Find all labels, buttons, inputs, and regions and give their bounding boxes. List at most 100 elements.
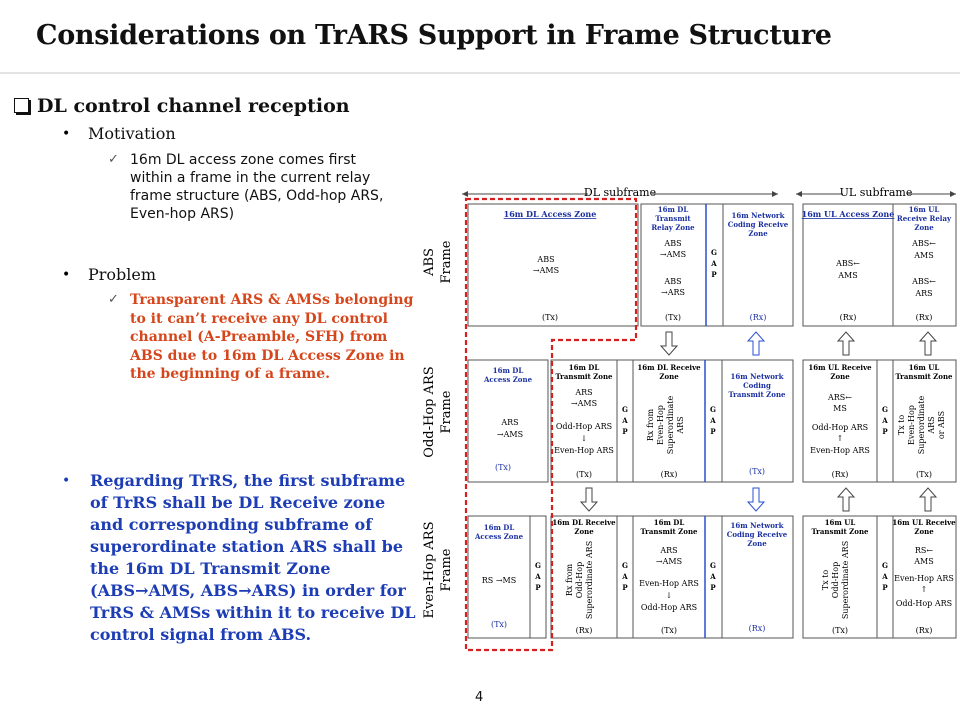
- svg-text:P: P: [622, 583, 628, 592]
- svg-text:Rx from: Rx from: [565, 563, 574, 596]
- svg-text:ARS: ARS: [914, 289, 932, 298]
- svg-text:Odd-Hop ARS: Odd-Hop ARS: [556, 422, 612, 431]
- svg-text:A: A: [621, 416, 628, 425]
- svg-text:A: A: [881, 572, 888, 581]
- svg-text:→AMS: →AMS: [533, 266, 559, 275]
- svg-text:↓: ↓: [581, 434, 588, 443]
- svg-text:→ARS: →ARS: [661, 288, 685, 297]
- svg-text:Transmit Zone: Transmit Zone: [555, 372, 613, 381]
- svg-text:(Tx): (Tx): [576, 470, 592, 479]
- svg-text:Transmit: Transmit: [655, 214, 691, 223]
- svg-text:(Tx): (Tx): [491, 620, 507, 629]
- bullet-dot-icon: •: [62, 267, 71, 283]
- svg-text:ABS←: ABS←: [835, 259, 860, 268]
- problem-label: Problem: [88, 265, 157, 284]
- svg-text:Odd-Hop ARS: Odd-Hop ARS: [896, 599, 952, 608]
- svg-text:Access Zone: Access Zone: [483, 375, 533, 384]
- svg-text:ABS: ABS: [663, 239, 681, 248]
- svg-text:Relay Zone: Relay Zone: [651, 223, 695, 232]
- svg-text:16m Network: 16m Network: [731, 372, 784, 381]
- title-divider: [0, 72, 960, 74]
- svg-text:A: A: [709, 416, 716, 425]
- flow-arrows-row2: [579, 487, 938, 512]
- abs-frame-row: 16m DL Access Zone ABS →AMS (Tx) 16m DL …: [467, 203, 957, 327]
- svg-text:P: P: [710, 427, 716, 436]
- svg-text:Access Zone: Access Zone: [474, 532, 524, 541]
- svg-text:Tx to: Tx to: [897, 415, 906, 436]
- svg-text:ABS: ABS: [422, 248, 437, 277]
- svg-text:(Tx): (Tx): [542, 313, 558, 322]
- page-title: Considerations on TrARS Support in Frame…: [36, 20, 832, 51]
- svg-text:Superordinate ARS: Superordinate ARS: [585, 541, 594, 619]
- svg-text:(Tx): (Tx): [916, 470, 932, 479]
- svg-text:Zone: Zone: [914, 223, 934, 232]
- svg-text:16m DL Receive: 16m DL Receive: [637, 363, 701, 372]
- svg-text:A: A: [881, 416, 888, 425]
- svg-text:G: G: [710, 561, 716, 570]
- svg-text:Even-Hop: Even-Hop: [656, 405, 665, 445]
- dl-subframe-label: DL subframe: [584, 186, 656, 199]
- svg-text:16m UL Receive: 16m UL Receive: [892, 518, 956, 527]
- svg-text:A: A: [709, 572, 716, 581]
- svg-text:Superordinate: Superordinate: [666, 395, 675, 454]
- svg-text:ARS: ARS: [574, 388, 592, 397]
- regarding-text: Regarding TrRS, the first subframe of Tr…: [90, 471, 416, 644]
- svg-text:MS: MS: [833, 404, 847, 413]
- bullet-dot-icon: •: [62, 126, 71, 142]
- svg-text:Even-Hop: Even-Hop: [907, 405, 916, 445]
- svg-text:16m DL Receive: 16m DL Receive: [552, 518, 616, 527]
- svg-text:ARS←: ARS←: [827, 393, 852, 402]
- svg-text:16m Network: 16m Network: [732, 211, 785, 220]
- svg-text:16m DL: 16m DL: [654, 518, 685, 527]
- abs-dl-access-zone-title: 16m DL Access Zone: [504, 209, 597, 219]
- svg-text:Even-Hop ARS: Even-Hop ARS: [894, 574, 954, 583]
- problem-text: Transparent ARS & AMSs belonging to it c…: [130, 292, 414, 382]
- svg-text:Zone: Zone: [914, 527, 934, 536]
- row-label-abs: ABS Frame: [422, 240, 454, 283]
- svg-text:ARS: ARS: [500, 418, 518, 427]
- svg-text:Coding Receive: Coding Receive: [727, 530, 788, 539]
- motivation-label: Motivation: [88, 124, 176, 143]
- svg-text:(Rx): (Rx): [916, 626, 933, 635]
- svg-text:Transmit Zone: Transmit Zone: [640, 527, 698, 536]
- svg-text:16m DL: 16m DL: [493, 366, 524, 375]
- row-label-odd-hop: Odd-Hop ARS Frame: [422, 366, 454, 457]
- svg-text:A: A: [534, 572, 541, 581]
- svg-text:AMS: AMS: [837, 271, 857, 280]
- svg-text:(Tx): (Tx): [832, 626, 848, 635]
- bullet-dot-icon: •: [62, 473, 71, 489]
- svg-text:↑: ↑: [837, 434, 844, 443]
- svg-text:(Tx): (Tx): [749, 467, 765, 476]
- svg-text:Odd-Hop ARS: Odd-Hop ARS: [812, 423, 868, 432]
- svg-text:AMS: AMS: [913, 251, 933, 260]
- svg-text:16m UL: 16m UL: [909, 363, 940, 372]
- highlight-dashed-outline: [464, 197, 638, 652]
- svg-text:→AMS: →AMS: [571, 399, 597, 408]
- svg-text:Odd-Hop: Odd-Hop: [575, 562, 584, 598]
- svg-text:P: P: [710, 583, 716, 592]
- svg-text:16m UL Access Zone: 16m UL Access Zone: [802, 209, 895, 219]
- checkmark-icon: ✓: [108, 292, 119, 307]
- svg-text:Zone: Zone: [659, 372, 679, 381]
- svg-text:Even-Hop ARS: Even-Hop ARS: [554, 446, 614, 455]
- svg-text:(Tx): (Tx): [665, 313, 681, 322]
- svg-text:ABS←: ABS←: [911, 277, 936, 286]
- svg-text:Receive Relay: Receive Relay: [897, 214, 952, 223]
- svg-text:G: G: [882, 561, 888, 570]
- checkbox-bullet-icon: [14, 98, 29, 113]
- svg-text:(Tx): (Tx): [661, 626, 677, 635]
- svg-text:G: G: [711, 248, 717, 257]
- svg-text:Transmit Zone: Transmit Zone: [811, 527, 869, 536]
- svg-text:RS←: RS←: [915, 546, 934, 555]
- flow-arrows-row1: [659, 331, 938, 356]
- svg-text:G: G: [882, 405, 888, 414]
- svg-text:P: P: [535, 583, 541, 592]
- svg-text:Frame: Frame: [439, 548, 454, 591]
- svg-text:Even-Hop ARS: Even-Hop ARS: [810, 446, 870, 455]
- svg-text:→AMS: →AMS: [656, 557, 682, 566]
- svg-text:→AMS: →AMS: [660, 250, 686, 259]
- svg-text:Rx from: Rx from: [646, 408, 655, 441]
- svg-text:ABS: ABS: [536, 255, 554, 264]
- svg-text:G: G: [710, 405, 716, 414]
- svg-text:Superordinate: Superordinate: [917, 395, 926, 454]
